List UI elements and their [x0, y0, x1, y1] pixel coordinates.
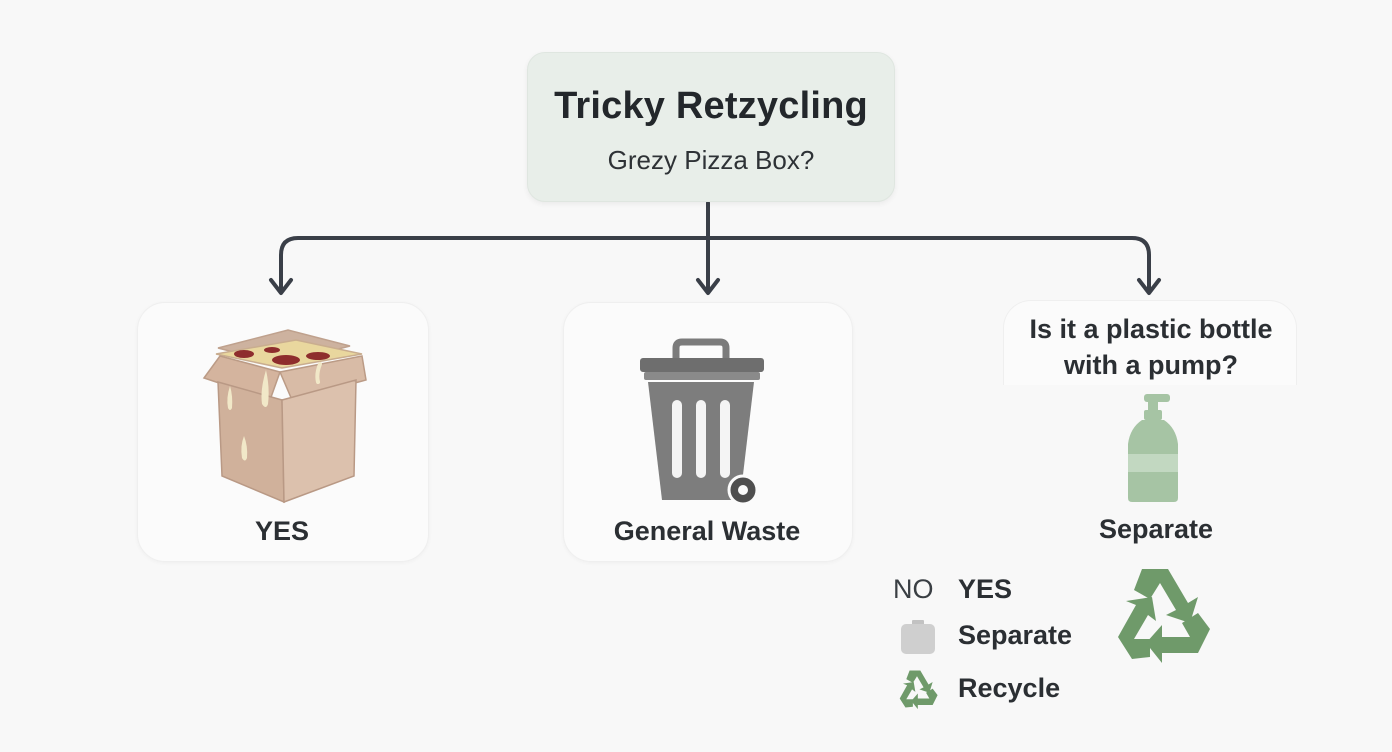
pizza-box-icon	[202, 329, 367, 504]
title-node: Tricky Retzycling Grezy Pizza Box?	[527, 52, 895, 202]
arrowhead-right	[1137, 278, 1161, 295]
plastic-bottle-question: Is it a plastic bottle with a pump?	[1029, 314, 1273, 380]
connector-right	[706, 236, 1151, 294]
trash-bin-icon	[640, 338, 764, 506]
pump-bottle-icon	[1128, 394, 1178, 502]
general-waste-label: General Waste	[613, 516, 801, 546]
arrowhead-left	[269, 278, 293, 295]
plastic-bottle-card	[1003, 300, 1297, 385]
legend-recycle: Recycle	[958, 673, 1061, 703]
legend-separate: Separate	[958, 620, 1073, 650]
legend-yes: YES	[958, 574, 1013, 604]
legend-separate-icon	[901, 620, 935, 654]
diagram-title: Tricky Retzycling	[554, 85, 868, 127]
legend-no: NO	[893, 574, 934, 604]
legend-recycle-icon	[899, 670, 938, 710]
diagram-subtitle: Grezy Pizza Box?	[607, 145, 815, 175]
recycle-icon	[1118, 569, 1210, 663]
yes-label: YES	[254, 516, 310, 546]
connector-left	[279, 236, 710, 294]
arrowhead-middle	[696, 278, 720, 295]
separate-label: Separate	[1098, 514, 1214, 544]
